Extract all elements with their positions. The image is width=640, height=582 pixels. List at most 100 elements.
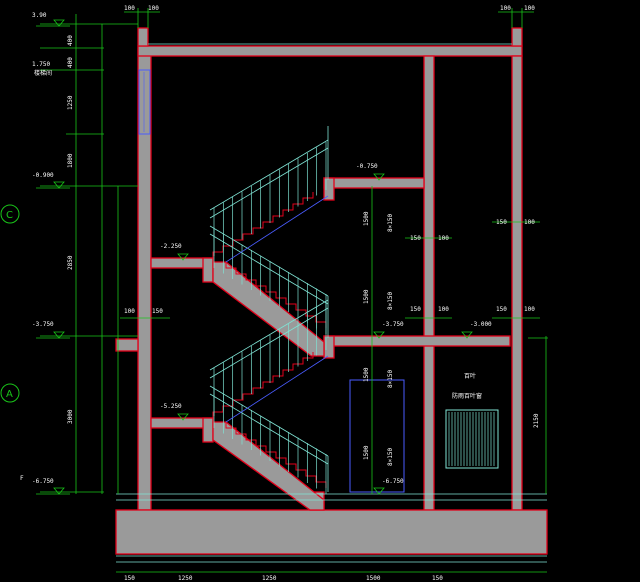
landing-left-lower-beam (202, 417, 214, 443)
level-mark-door (373, 487, 385, 495)
dim-col-5: 2850 (67, 255, 74, 270)
level-mark-mid (53, 181, 65, 189)
stair-note-2: 8×150 (387, 292, 394, 310)
louver-frame (445, 409, 499, 469)
landing-left-upper-beam (202, 257, 214, 283)
stair-note-4: 8×150 (387, 448, 394, 466)
axis-circle-c (0, 204, 20, 224)
dim-col-6: 3000 (67, 409, 74, 424)
dim-bottom-3: 1250 (262, 575, 277, 582)
landing-upper-right-beam (323, 177, 335, 201)
blue-lines (225, 195, 329, 423)
dim-bottom-5: 150 (432, 575, 443, 582)
vent-label-2: 防雨百叶窗 (452, 392, 482, 400)
dim-top-right-a: 100 (500, 5, 511, 12)
stair-note-1: 8×150 (387, 214, 394, 232)
left-wall (137, 47, 152, 511)
level-mark-top (53, 19, 65, 27)
stair-slabs (212, 261, 325, 511)
steps-lower-flight (216, 421, 327, 488)
louver-vent (445, 409, 499, 469)
dim-wall-m-a: 150 (410, 235, 421, 242)
dim-col-1: 400 (67, 35, 74, 46)
dim-stair-h2: 1500 (363, 289, 370, 304)
dim-wall-r-a: 150 (496, 219, 507, 226)
rail-top-mid (209, 225, 329, 297)
dim-stair-h3: 1500 (363, 367, 370, 382)
dim-stair-h1: 1500 (363, 211, 370, 226)
axis-label-c: C (6, 210, 13, 221)
dim-col-4: 1800 (67, 153, 74, 168)
railings (209, 126, 329, 492)
steps-upper-flight (216, 261, 327, 328)
dim-wall-r-b: 100 (524, 219, 535, 226)
dim-wall-l-b: 150 (152, 308, 163, 315)
elev-right-mid: -3.750 (382, 321, 404, 328)
level-mark-right-far (461, 331, 473, 339)
rail-top-upper (209, 139, 329, 211)
elev-upper: 1.750 (32, 61, 50, 68)
landing-lower-right-beam (323, 335, 335, 359)
parapet-right (511, 27, 523, 47)
blue-diag-2 (225, 355, 329, 423)
elev-top: 3.90 (32, 12, 47, 19)
elev-lower-left: -3.750 (32, 321, 54, 328)
rail-top-mid-2 (209, 233, 329, 305)
roof-slab (137, 45, 523, 57)
parapet-left (137, 27, 149, 47)
window-left (138, 69, 151, 135)
elev-landing2: -5.250 (160, 403, 182, 410)
level-mark-landing2 (177, 413, 189, 421)
level-mark-landing1 (177, 253, 189, 261)
level-marks (36, 19, 473, 495)
level-mark-lower (53, 331, 65, 339)
small-f: F (20, 475, 24, 482)
dim-wall-m-d: 100 (438, 306, 449, 313)
level-mark-right-mid (373, 331, 385, 339)
dim-col-3: 1250 (67, 95, 74, 110)
dim-wall-r-d: 100 (524, 306, 535, 313)
middle-wall (423, 55, 435, 511)
dim-top-right-b: 100 (524, 5, 535, 12)
balusters (213, 142, 327, 494)
dim-bottom-2: 1250 (178, 575, 193, 582)
small-note-2: 楼梯间 (34, 69, 52, 77)
elev-door: -6.750 (382, 478, 404, 485)
grid-axis-a: A (0, 383, 20, 403)
level-mark-bottom (53, 487, 65, 495)
dim-wall-m-b: 100 (438, 235, 449, 242)
right-wall (511, 55, 523, 511)
rail-top-bottom-2 (209, 393, 329, 465)
dim-stair-h4: 1500 (363, 445, 370, 460)
rail-top-bottom (209, 385, 329, 457)
landing-lower-right (323, 335, 511, 347)
dim-wall-m-c: 150 (410, 306, 421, 313)
rail-top-lower (209, 299, 329, 371)
foundation-slab (115, 509, 548, 555)
dim-col-2: 400 (67, 57, 74, 68)
vent-label-1: 百叶 (464, 372, 476, 380)
elev-bottom-left: -6.750 (32, 478, 54, 485)
blue-diag-1 (225, 195, 329, 263)
dim-top-left-a: 100 (124, 5, 135, 12)
stair-note-3: 8×150 (387, 370, 394, 388)
ground-lines (116, 493, 547, 563)
elevation-texts: 3.90 1.750 楼梯间 -0.900 -3.750 -6.750 -2.2… (32, 12, 492, 485)
rail-top-lower-2 (209, 307, 329, 379)
elev-right-top: -0.750 (356, 163, 378, 170)
structure (115, 27, 548, 555)
axis-circle-a (0, 383, 20, 403)
dim-bottom-4: 1500 (366, 575, 381, 582)
rail-top-upper-2 (209, 147, 329, 219)
elev-right-far: -3.000 (470, 321, 492, 328)
landing-upper-right (323, 177, 425, 189)
dim-wall-r-c: 150 (496, 306, 507, 313)
dim-wall-l-a: 100 (124, 308, 135, 315)
elev-mid-left: -0.900 (32, 172, 54, 179)
dim-top-left-b: 100 (148, 5, 159, 12)
dimension-lines (40, 8, 548, 573)
louver-slats (448, 412, 495, 466)
dim-right-vertical-label: 2150 (533, 413, 540, 428)
